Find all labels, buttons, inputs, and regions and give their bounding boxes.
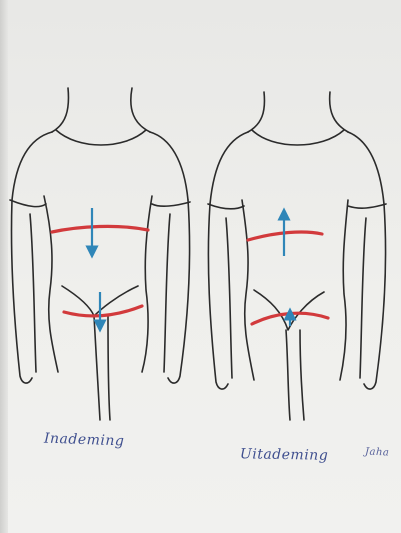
left-collar <box>56 130 146 145</box>
right-sleeve-line <box>208 204 386 209</box>
right-shoulders <box>210 132 384 204</box>
right-torso <box>242 200 348 380</box>
left-legs <box>94 316 110 420</box>
right-neck <box>248 92 348 132</box>
artist-signature: Jaha <box>365 446 390 458</box>
right-arm-left <box>208 204 232 389</box>
left-sleeve-line <box>10 200 190 207</box>
left-arm-right <box>164 200 190 383</box>
inhalation-caption: Inademing <box>44 431 125 450</box>
left-torso <box>44 196 152 372</box>
left-arm-left <box>11 200 36 383</box>
right-collar <box>252 130 344 145</box>
right-legs <box>286 330 304 420</box>
left-waist-band <box>52 226 148 232</box>
figure-right-exhalation <box>208 92 386 420</box>
left-shoulders <box>12 132 188 200</box>
left-neck <box>52 88 150 132</box>
right-arm-right <box>360 204 386 389</box>
figure-left-inhalation <box>10 88 190 420</box>
exhalation-caption: Uitademing <box>240 446 329 464</box>
